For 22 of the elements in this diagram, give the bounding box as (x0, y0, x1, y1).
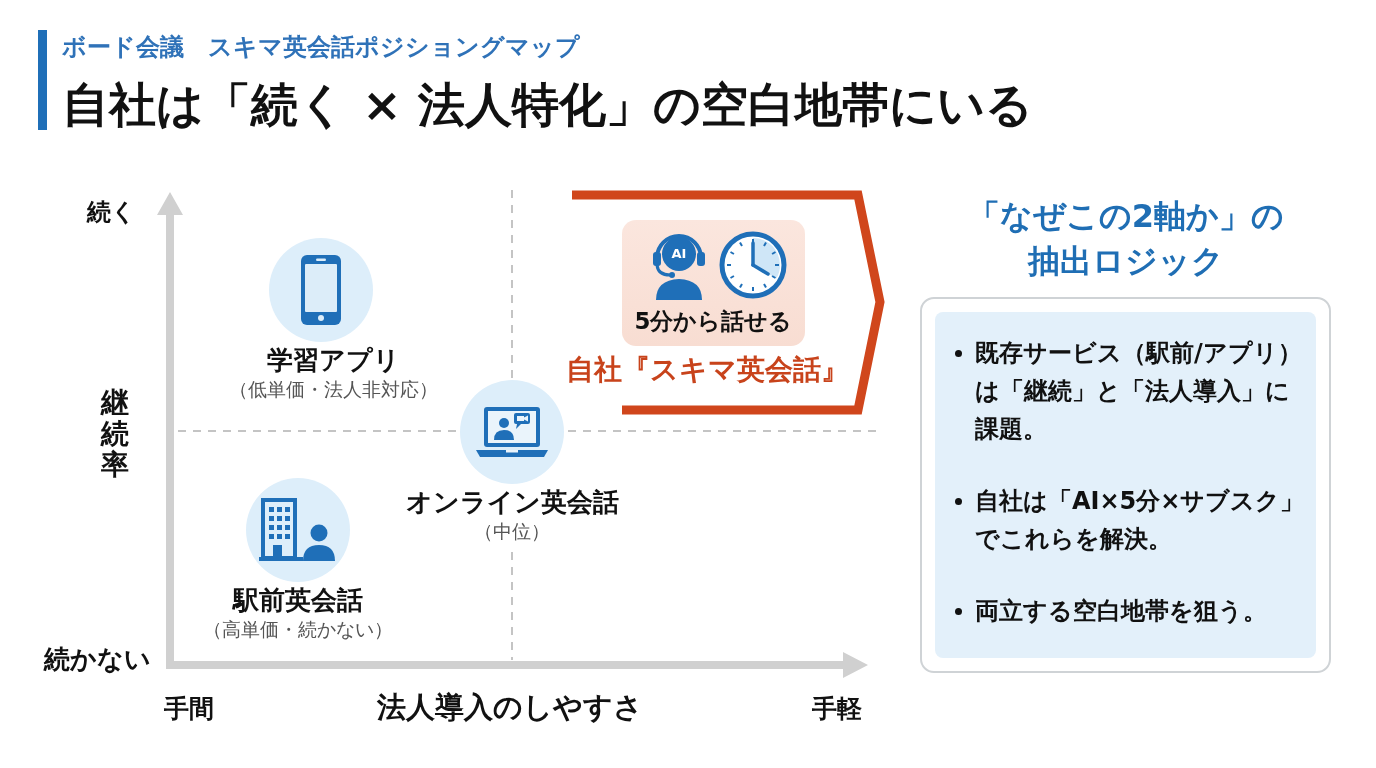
item-name: オンライン英会話 (405, 486, 619, 518)
item-note: （高単価・続かない） (203, 617, 393, 642)
icon-text: AI (670, 245, 688, 263)
subtitle: ボード会議 スキマ英会話ポジショングマップ (62, 32, 580, 62)
axis-end-label: 手間 (164, 693, 214, 725)
item-note: （低単価・法人非対応） (228, 377, 438, 402)
panel-heading: 「なぜこの2軸か」の抽出ロジック (967, 196, 1285, 282)
axis-end-label: 続かない (44, 643, 151, 676)
feature-caption: 5分から話せる (634, 307, 793, 336)
item-note: （中位） (474, 519, 550, 544)
bullet-text: 自社は「AI×5分×サブスク」でこれらを解決。 (975, 486, 1305, 555)
axis-title: 継続率 (101, 388, 129, 481)
item-name: 学習アプリ (266, 344, 400, 376)
bullet-text: 既存サービス（駅前/アプリ）は「継続」と「法人導入」に課題。 (975, 338, 1303, 445)
feature-tile (622, 220, 805, 346)
axis-title: 法人導入のしやすさ (377, 689, 643, 726)
highlight-label: 自社『スキマ英会話』 (566, 352, 849, 388)
bullet-text: 両立する空白地帯を狙う。 (975, 596, 1268, 627)
page-title: 自社は「続く × 法人特化」の空白地帯にいる (62, 76, 1034, 134)
item-name: 駅前英会話 (233, 584, 363, 616)
axis-end-label: 続く (87, 197, 136, 227)
axis-end-label: 手軽 (812, 693, 862, 725)
